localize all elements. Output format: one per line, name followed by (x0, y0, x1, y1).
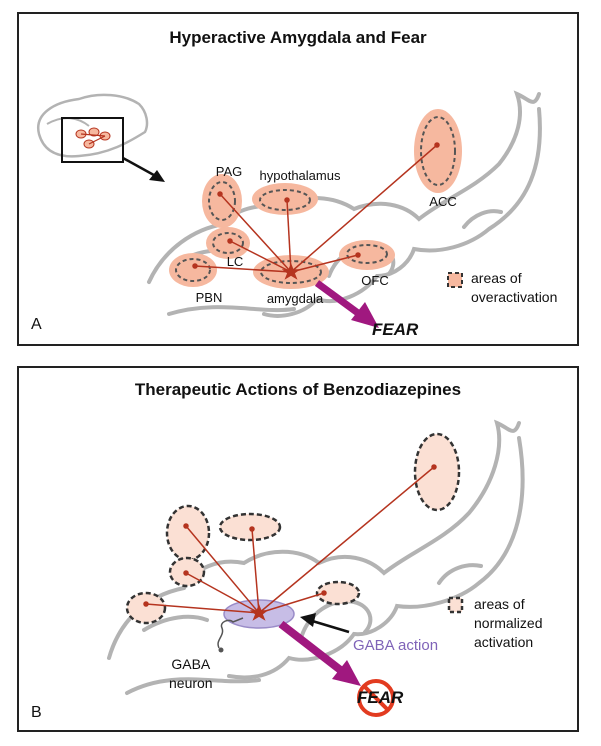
gaba-neuron-soma (218, 647, 224, 653)
panel-b: Therapeutic Actions of Benzodiazepines G… (17, 366, 579, 732)
panel-a: Hyperactive Amygdala and Fear PAG hypoth… (17, 12, 579, 346)
panel-a-letter: A (31, 316, 42, 333)
pbn-label: PBN (195, 290, 223, 305)
gaba-neuron-fiber (217, 617, 244, 649)
fear-label-b: FEAR (357, 688, 404, 707)
regions-inner-outline (175, 116, 456, 284)
panel-a-diagram (36, 90, 542, 328)
gaba-action-arrow (300, 613, 350, 634)
legend-a-line1: areas of (471, 270, 522, 286)
gaba-neuron-label: GABA neuron (169, 655, 213, 693)
lc-label: LC (226, 254, 244, 269)
panel-b-diagram (107, 419, 525, 717)
thumbnail-brain (36, 93, 149, 163)
amygdala-label: amygdala (266, 291, 324, 306)
legend-b-line1: areas of (474, 596, 525, 612)
fear-label-a: FEAR (372, 320, 419, 339)
ofc-label: OFC (361, 273, 389, 288)
no-sign-icon (357, 679, 395, 717)
regions-overactive (169, 109, 462, 289)
panel-b-title: Therapeutic Actions of Benzodiazepines (134, 380, 462, 399)
gaba-neuron-line2: neuron (169, 675, 213, 691)
gaba-neuron-line1: GABA (171, 656, 211, 672)
connections-a (192, 142, 440, 280)
acc-region-b (413, 432, 461, 512)
regions-normalized (125, 432, 461, 625)
legend-a-line2: overactivation (471, 289, 558, 305)
ofc-region-b (315, 580, 361, 606)
panel-b-letter: B (31, 704, 42, 721)
gaba-action-label: GABA action (353, 637, 439, 654)
hypothalamus-label: hypothalamus (259, 168, 341, 183)
acc-label: ACC (429, 194, 457, 209)
legend-b: areas of normalized activation (474, 595, 542, 652)
legend-a: areas of overactivation (471, 269, 557, 307)
legend-b-line3: activation (474, 634, 534, 650)
pag-label: PAG (215, 164, 243, 179)
legend-swatch-a (447, 272, 463, 288)
pag-region-b (165, 504, 211, 562)
pbn-region-b (125, 591, 167, 625)
legend-b-line2: normalized (474, 615, 543, 631)
connections-b (143, 464, 437, 621)
fear-arrow-a (314, 280, 379, 328)
hypothalamus-region-b (218, 512, 282, 542)
inset-box (61, 117, 124, 163)
panel-a-title: Hyperactive Amygdala and Fear (169, 28, 427, 47)
fear-arrow-b (278, 620, 361, 686)
acc-region (414, 109, 462, 193)
legend-swatch-b (447, 596, 464, 614)
zoom-arrow (122, 156, 165, 182)
